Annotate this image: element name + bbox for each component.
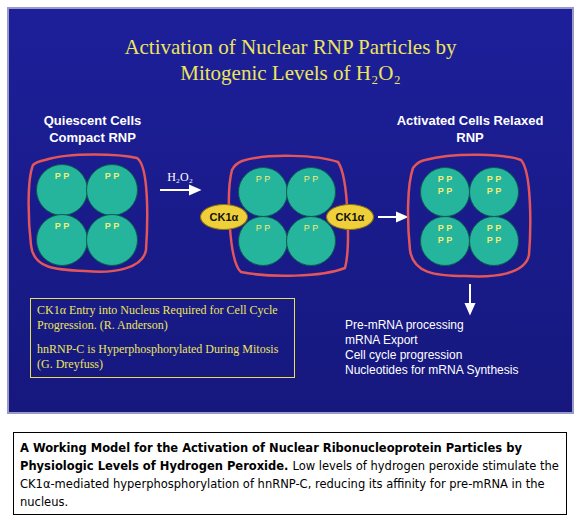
nucleus: Activated Cells Relaxed RNPP PP PP PP PP… (395, 110, 545, 280)
phosphate-label: P P (470, 168, 518, 184)
reference-note: CK1α Entry into Nucleus Required for Cel… (37, 303, 288, 333)
phosphate-label: P P (470, 233, 518, 245)
rnp-particle: P P (86, 164, 138, 216)
outcome-item: Pre-mRNA processing (345, 318, 464, 333)
phosphate-label: P P (37, 215, 87, 231)
rnp-particle: P PP P (469, 167, 519, 217)
kinase-label: CK1α (327, 205, 373, 229)
rnp-particle: P P (36, 164, 88, 216)
phosphate-label: P P (421, 184, 469, 196)
outcome-item: mRNA Export (345, 333, 418, 348)
rnp-particle: P PP P (420, 216, 470, 266)
reference-box: CK1α Entry into Nucleus Required for Cel… (30, 298, 295, 378)
kinase-oval: CK1α (326, 204, 374, 230)
cell-state-heading: Quiescent Cells Compact RNP (25, 110, 160, 146)
diagram-title: Activation of Nuclear RNP Particles by M… (118, 34, 463, 86)
rnp-particle: P P (238, 216, 288, 266)
kinase-oval: CK1α (200, 204, 248, 230)
rnp-particle: P PP P (420, 167, 470, 217)
phosphate-label: P P (421, 168, 469, 184)
kinase-label: CK1α (201, 205, 247, 229)
phosphate-label: P P (421, 233, 469, 245)
phosphate-label: P P (421, 217, 469, 233)
outcome-item: Nucleotides for mRNA Synthesis (345, 363, 518, 378)
caption-box: A Working Model for the Activation of Nu… (13, 432, 567, 515)
rnp-particle: P P (36, 214, 88, 266)
rnp-particle: P P (86, 214, 138, 266)
nucleus-outline-path (29, 155, 148, 272)
phosphate-label: P P (470, 217, 518, 233)
cell-state-heading: Activated Cells Relaxed RNP (395, 110, 545, 146)
rnp-particle: P P (238, 167, 288, 217)
phosphate-label: P P (87, 165, 137, 181)
reagent-label: H₂O₂ (160, 170, 200, 185)
reference-note: hnRNP-C is Hyperphosphorylated During Mi… (37, 342, 288, 372)
nucleus: Quiescent Cells Compact RNPP PP PP PP P (25, 110, 160, 276)
phosphate-label: P P (37, 165, 87, 181)
phosphate-label: P P (87, 215, 137, 231)
slide-panel (8, 8, 573, 413)
nucleus-outline-path (408, 155, 530, 277)
phosphate-label: P P (470, 184, 518, 196)
phosphate-label: P P (287, 168, 335, 184)
phosphate-label: P P (239, 168, 287, 184)
rnp-particle: P PP P (469, 216, 519, 266)
outcome-item: Cell cycle progression (345, 348, 462, 363)
